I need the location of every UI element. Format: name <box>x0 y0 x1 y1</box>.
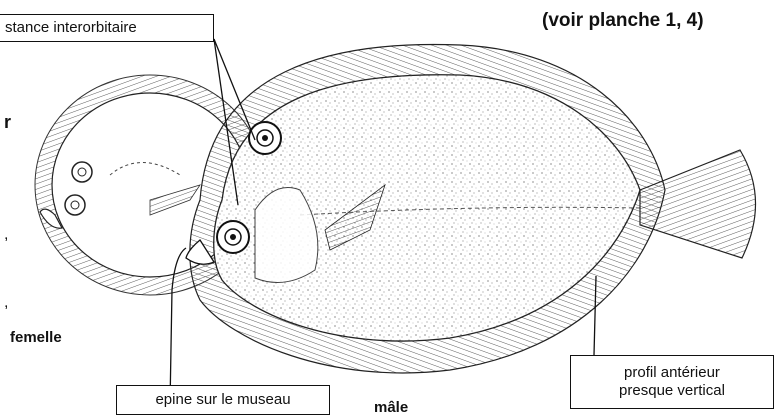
edge-mark-comma-1: , <box>4 226 8 244</box>
male-label: mâle <box>374 399 408 416</box>
profile-note-line-1: profil antérieur <box>571 364 773 382</box>
edge-mark-r: r <box>4 112 11 133</box>
profile-note-box: profil antérieur presque vertical <box>570 355 774 409</box>
profile-note-line-2: presque vertical <box>571 382 773 400</box>
edge-mark-comma-2: , <box>4 294 8 312</box>
snout-spine-label: epine sur le museau <box>116 385 330 415</box>
plate-reference-label: (voir planche 1, 4) <box>542 10 704 32</box>
female-label: femelle <box>10 329 62 346</box>
male-fish-drawing <box>186 44 756 372</box>
interorbital-distance-label: stance interorbitaire <box>0 14 214 42</box>
